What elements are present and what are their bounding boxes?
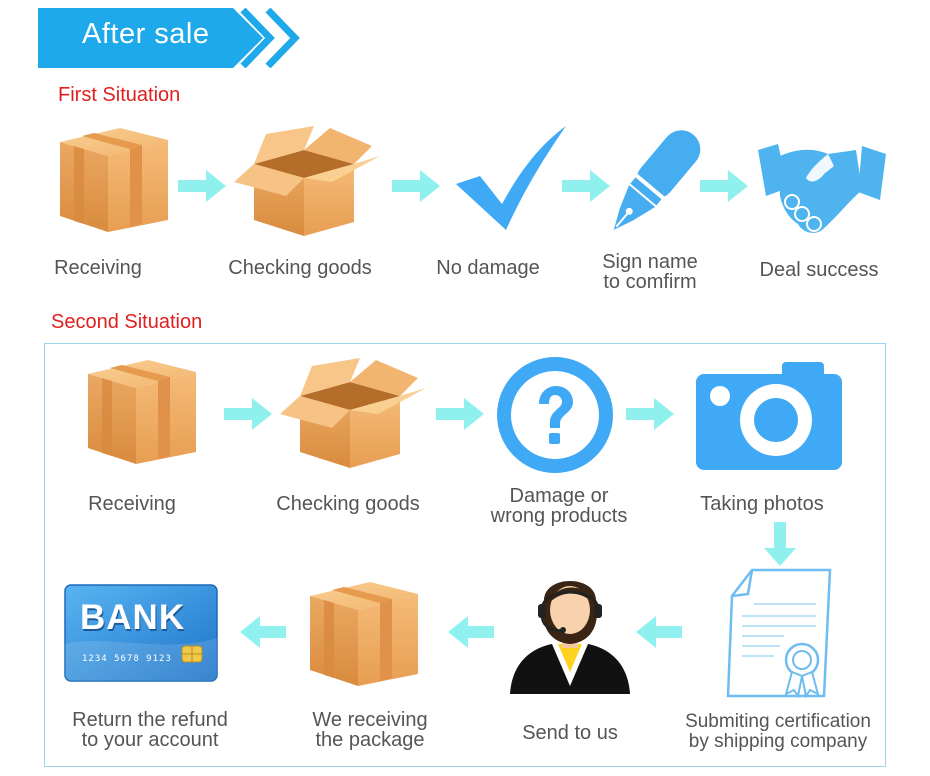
arrow-right-icon xyxy=(562,170,610,202)
arrow-right-icon xyxy=(626,398,674,430)
step-label-no-damage: No damage xyxy=(436,257,540,279)
first-situation-title: First Situation xyxy=(58,84,181,106)
step-label-checking-goods-2: Checking goods xyxy=(276,493,420,515)
open-box-icon xyxy=(226,124,386,239)
closed-box-icon xyxy=(78,352,203,467)
camera-icon xyxy=(696,362,842,470)
arrow-down-icon xyxy=(764,522,796,566)
closed-box-icon xyxy=(300,574,425,689)
step-label-deal-success: Deal success xyxy=(759,259,879,281)
arrow-left-icon xyxy=(240,616,286,648)
page-title: After sale xyxy=(82,18,210,50)
bank-card-brand: BANK xyxy=(80,598,186,637)
checkmark-icon xyxy=(452,124,572,234)
arrow-right-icon xyxy=(224,398,272,430)
arrow-right-icon xyxy=(700,170,748,202)
bank-card-icon: BANK 1234 5678 9123 xyxy=(64,584,218,682)
after-sale-banner xyxy=(38,8,308,68)
handshake-icon xyxy=(758,140,888,240)
question-icon xyxy=(496,356,614,474)
step-label-return-refund: Return the refund to your account xyxy=(72,709,228,751)
step-label-checking-goods: Checking goods xyxy=(228,257,372,279)
step-label-sign-name: Sign name to comfirm xyxy=(602,251,698,293)
step-label-damage-or-wrong: Damage or wrong products xyxy=(490,485,628,527)
arrow-right-icon xyxy=(392,170,440,202)
customer-service-icon xyxy=(508,562,632,696)
closed-box-icon xyxy=(50,120,175,235)
step-label-receiving: Receiving xyxy=(54,257,142,279)
second-situation-title: Second Situation xyxy=(51,311,203,333)
arrow-right-icon xyxy=(178,170,226,202)
arrow-right-icon xyxy=(436,398,484,430)
certificate-icon xyxy=(724,568,834,702)
pen-icon xyxy=(596,128,711,238)
arrow-left-icon xyxy=(448,616,494,648)
second-situation-frame xyxy=(44,343,886,767)
step-label-taking-photos: Taking photos xyxy=(700,493,824,515)
bank-card-number: 1234 5678 9123 xyxy=(82,654,172,664)
step-label-receiving-2: Receiving xyxy=(88,493,176,515)
step-label-we-receiving: We receiving the package xyxy=(312,709,428,751)
arrow-left-icon xyxy=(636,616,682,648)
step-label-submiting-certification: Submiting certification by shipping comp… xyxy=(685,711,871,752)
step-label-send-to-us: Send to us xyxy=(522,722,618,744)
open-box-icon xyxy=(272,356,432,471)
